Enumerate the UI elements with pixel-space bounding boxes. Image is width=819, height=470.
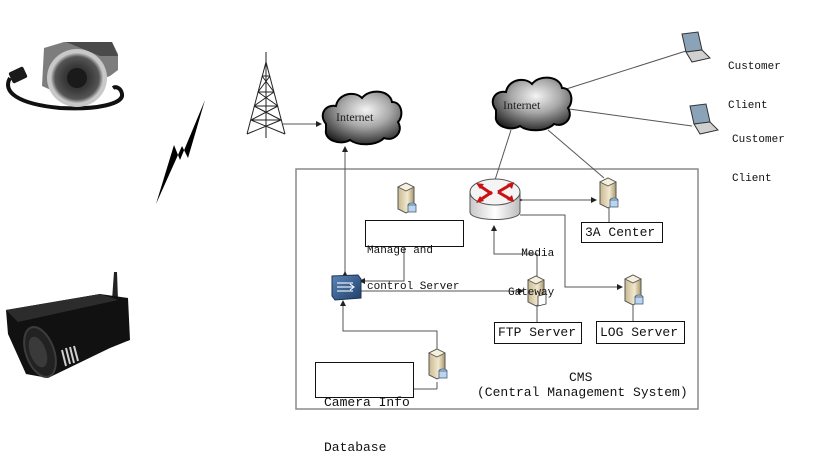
client-2-label: Customer Client xyxy=(732,134,785,185)
server-database-icon xyxy=(599,177,619,209)
manage-server-label: Manage and control Server xyxy=(365,220,464,293)
client-1-label: Customer Client xyxy=(728,61,781,112)
edge-internet-3a xyxy=(547,129,605,179)
cloud-icon xyxy=(321,90,403,146)
edge-manage-switch xyxy=(359,248,405,284)
lightning-bolt-icon xyxy=(156,100,205,204)
ir-dome-camera-icon xyxy=(6,42,124,111)
edge-internet-client1 xyxy=(559,50,687,92)
server-database-icon xyxy=(397,182,417,214)
cms-title: CMS xyxy=(569,370,593,385)
cms-subtitle: (Central Management System) xyxy=(477,385,688,400)
server-file-icon xyxy=(527,275,547,307)
router-icon xyxy=(469,178,521,220)
internet-cloud-left: Internet xyxy=(321,90,403,146)
server-database-icon xyxy=(428,348,448,380)
edge-db-switch xyxy=(340,300,438,350)
edge-ftp-gateway xyxy=(491,225,538,280)
connections xyxy=(283,50,693,390)
network-diagram: Internet Internet xyxy=(6,31,719,410)
cloud-icon xyxy=(491,76,573,132)
edge-internet-gateway xyxy=(494,129,512,181)
switch-icon xyxy=(331,274,362,301)
internet-cloud-right: Internet xyxy=(491,76,573,132)
wireless-bullet-camera-icon xyxy=(6,272,130,378)
log-server-label: LOG Server xyxy=(596,321,685,344)
media-gateway-label: Media Gateway xyxy=(508,248,555,299)
laptop-icon xyxy=(689,103,719,135)
edge-internet-client2 xyxy=(561,107,693,127)
cms-boundary xyxy=(295,168,699,410)
internet-left-label: Internet xyxy=(336,110,374,124)
ftp-server-label: FTP Server xyxy=(494,322,582,344)
radio-tower-icon xyxy=(246,52,286,138)
internet-right-label: Internet xyxy=(503,98,541,112)
edge-gateway-log xyxy=(520,214,623,290)
3a-center-label: 3A Center xyxy=(581,222,663,243)
server-database-icon xyxy=(624,274,644,306)
camera-db-label: Camera Info Database xyxy=(315,362,414,455)
laptop-icon xyxy=(681,31,711,63)
